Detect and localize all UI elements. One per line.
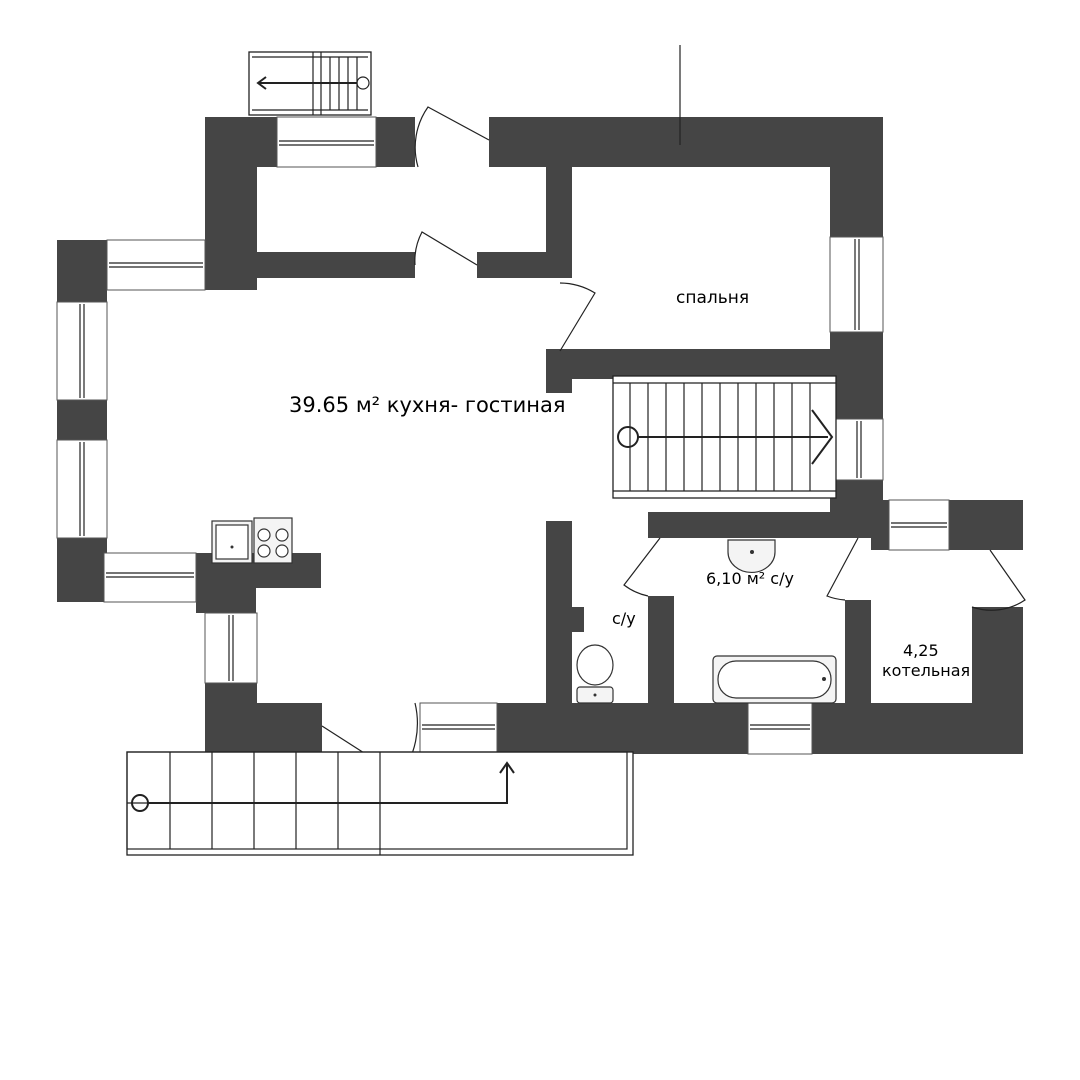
living-room-label: 39.65 м² кухня- гостиная (289, 393, 565, 417)
wc-label: с/у (612, 609, 636, 628)
window-left-3 (56, 439, 108, 539)
walls (57, 117, 1023, 754)
entrance-stairs-bottom (126, 751, 634, 856)
window-left-1 (106, 239, 206, 291)
window-bedroom (829, 236, 884, 333)
boiler-area-label: 4,25 (903, 641, 939, 660)
toilet-icon (576, 644, 614, 686)
entrance-stairs-top (248, 51, 372, 116)
bedroom-label: спальня (676, 288, 749, 308)
windows (56, 116, 950, 755)
bathroom-fixtures (576, 539, 837, 704)
interior-stairs (612, 375, 837, 499)
bathroom-label: 6,10 м² с/у (706, 569, 794, 588)
window-left-5 (204, 612, 258, 684)
window-left-2 (56, 301, 108, 401)
stove-icon (253, 517, 293, 564)
kitchen-fixtures (211, 517, 293, 564)
window-boiler (888, 499, 950, 551)
washbasin-icon (727, 539, 776, 573)
window-top-vestibule (276, 116, 377, 168)
window-stair (835, 418, 884, 481)
boiler-name-label: котельная (882, 661, 970, 680)
